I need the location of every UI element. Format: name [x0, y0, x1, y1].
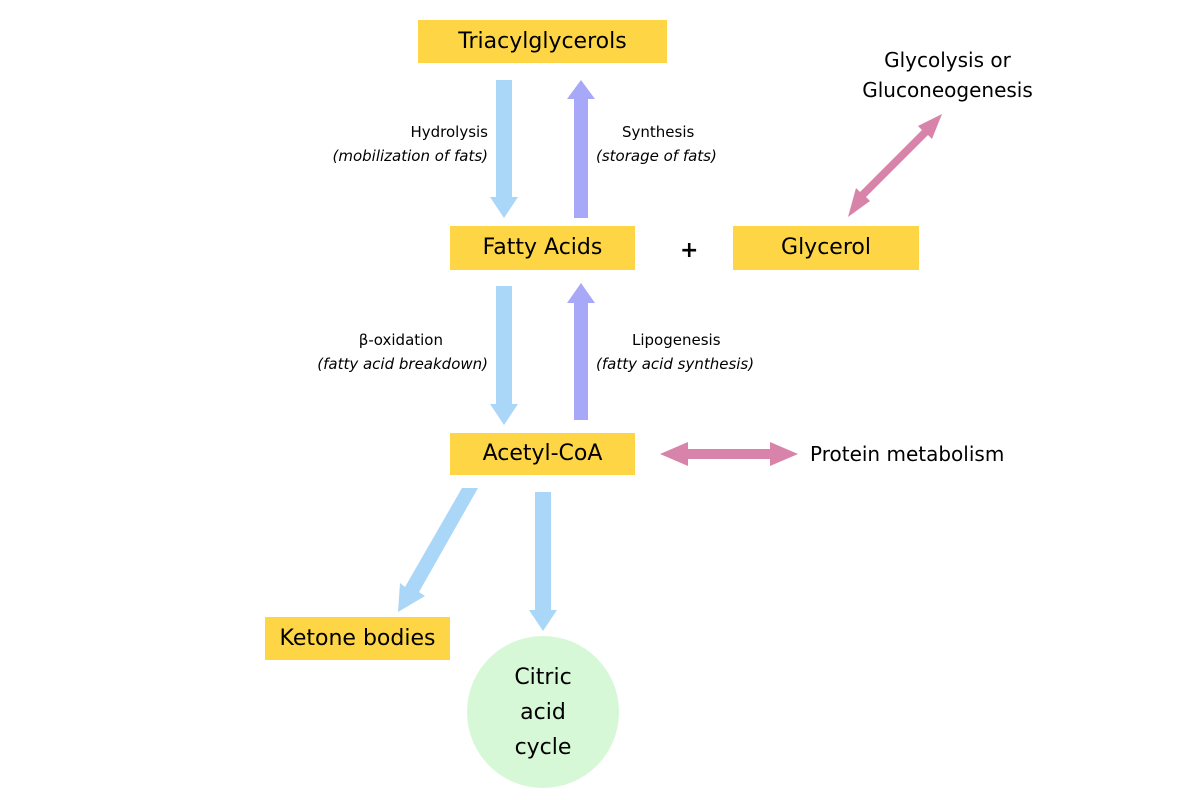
synthesis-arrow [567, 80, 595, 218]
hydrolysis-arrow [490, 80, 518, 218]
ketone-bodies-node: Ketone bodies [265, 617, 450, 660]
plus-sign: + [680, 238, 699, 263]
glycolysis-line1: Glycolysis or [884, 48, 1011, 72]
acetyl-coa-node: Acetyl-CoA [450, 433, 635, 475]
triacylglycerols-node: Triacylglycerols [418, 20, 667, 63]
lipogenesis-label: Lipogenesis (fatty acid synthesis) [596, 328, 754, 376]
beta-oxidation-name: β-oxidation [358, 331, 443, 349]
triacylglycerols-label: Triacylglycerols [458, 28, 627, 54]
ketone-arrow [398, 488, 478, 612]
protein-metabolism-text: Protein metabolism [810, 442, 1005, 466]
lipogenesis-arrow [567, 283, 595, 420]
glycolysis-line2: Gluconeogenesis [862, 78, 1033, 102]
hydrolysis-label: Hydrolysis (mobilization of fats) [333, 120, 488, 168]
citric-acid-cycle-line2: acid [520, 699, 566, 725]
acetyl-protein-arrow [660, 442, 798, 466]
citric-arrow [529, 492, 557, 631]
acetyl-coa-label: Acetyl-CoA [482, 441, 603, 466]
lipogenesis-note: (fatty acid synthesis) [596, 355, 755, 373]
beta-oxidation-note: (fatty acid breakdown) [317, 355, 488, 373]
citric-acid-cycle-line3: cycle [514, 734, 572, 760]
citric-acid-cycle-line1: Citric [514, 664, 572, 690]
ketone-bodies-label: Ketone bodies [279, 625, 436, 651]
fatty-acids-label: Fatty Acids [482, 235, 603, 260]
fatty-acids-node: Fatty Acids [450, 226, 635, 270]
beta-oxidation-label: β-oxidation (fatty acid breakdown) [317, 328, 488, 376]
hydrolysis-note: (mobilization of fats) [332, 147, 488, 165]
synthesis-name: Synthesis [622, 123, 695, 141]
glycerol-glycolysis-arrow [848, 114, 942, 217]
glycolysis-text: Glycolysis or Gluconeogenesis [820, 45, 1075, 105]
synthesis-label: Synthesis (storage of fats) [596, 120, 717, 168]
lipogenesis-name: Lipogenesis [632, 331, 721, 349]
synthesis-note: (storage of fats) [596, 147, 717, 165]
glycerol-label: Glycerol [781, 235, 871, 260]
citric-acid-cycle-node: Citric acid cycle [467, 636, 619, 788]
beta-oxidation-arrow [490, 286, 518, 425]
hydrolysis-name: Hydrolysis [410, 123, 488, 141]
glycerol-node: Glycerol [733, 226, 919, 270]
